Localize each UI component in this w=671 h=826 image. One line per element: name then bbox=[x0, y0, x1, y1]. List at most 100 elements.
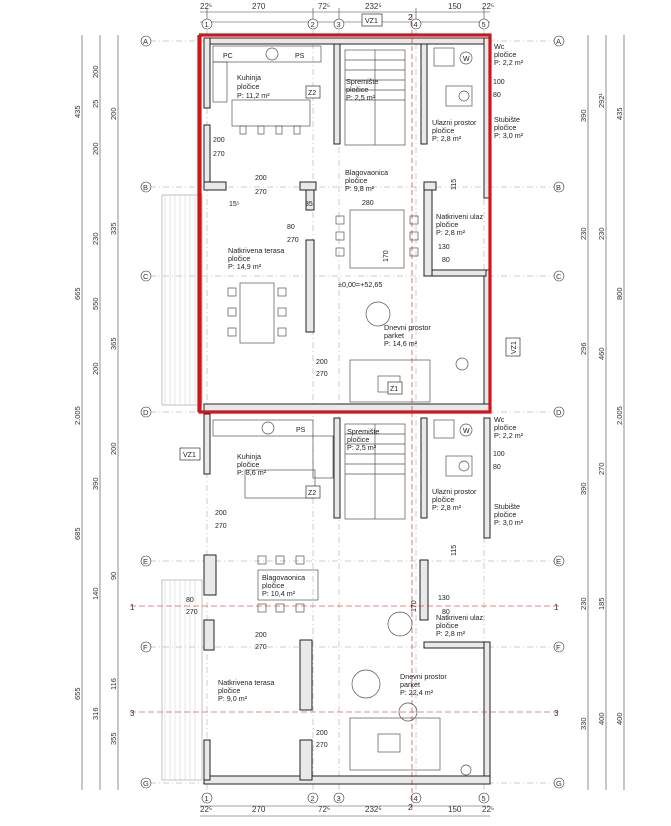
lower-small-labels: PS W 200 270 80 270 200 270 200 270 130 … bbox=[186, 427, 505, 749]
upper-stubiste-name: Stubište bbox=[494, 115, 520, 124]
svg-text:116: 116 bbox=[109, 678, 118, 690]
svg-text:230: 230 bbox=[91, 232, 100, 245]
lower-room-labels: Kuhinja pločice P: 8,6 m² Spremište ploč… bbox=[218, 415, 524, 703]
svg-text:Z1: Z1 bbox=[390, 386, 398, 393]
svg-text:PS: PS bbox=[296, 427, 306, 434]
lower-dnevni-area: P: 22,4 m² bbox=[400, 688, 434, 697]
upper-natkriveni-area: P: 2,8 m² bbox=[436, 228, 466, 237]
upper-small-labels: PC PS W 200 270 200 270 15⁵ 35 280 80 27… bbox=[213, 53, 505, 378]
grid-col-4-top bbox=[410, 18, 422, 30]
grid-col-5-bottom bbox=[478, 792, 490, 804]
svg-text:PC: PC bbox=[223, 53, 233, 60]
lower-ulazni-area: P: 2,8 m² bbox=[432, 503, 462, 512]
dim-top-4: 150 bbox=[448, 2, 462, 11]
svg-text:115: 115 bbox=[451, 545, 458, 556]
dim-bottom-0: 22⁵ bbox=[200, 805, 212, 814]
upper-wc-area: P: 2,2 m² bbox=[494, 58, 524, 67]
upper-kuhinja-area: P: 11,2 m² bbox=[237, 91, 270, 100]
cut-mark-2-bottom: 2 bbox=[408, 803, 413, 812]
svg-text:VZ1: VZ1 bbox=[511, 341, 518, 354]
svg-text:270: 270 bbox=[255, 644, 267, 651]
svg-text:200: 200 bbox=[316, 359, 328, 366]
dim-left-outer-4: 655 bbox=[73, 687, 82, 700]
svg-text:200: 200 bbox=[255, 632, 267, 639]
cut-mark-1-right: 1 bbox=[554, 603, 559, 612]
dim-right-10: 390 bbox=[579, 482, 588, 495]
svg-text:800: 800 bbox=[615, 287, 624, 300]
svg-text:200: 200 bbox=[316, 730, 328, 737]
grid-col-label-5b: 5 bbox=[482, 794, 486, 803]
upper-terasa-finish: pločice bbox=[228, 254, 250, 263]
lower-dnevni-finish: parket bbox=[400, 680, 420, 689]
lower-wc-area: P: 2,2 m² bbox=[494, 431, 524, 440]
svg-text:390: 390 bbox=[91, 477, 100, 490]
dim-bottom-2: 72⁵ bbox=[318, 805, 330, 814]
cut-mark-1-left: 1 bbox=[130, 603, 135, 612]
lower-kuhinja-name: Kuhinja bbox=[237, 452, 261, 461]
section-mark-vz1-right bbox=[505, 337, 521, 357]
section-mark-z2-lower bbox=[305, 485, 321, 499]
lower-terasa-area: P: 9,0 m² bbox=[218, 694, 248, 703]
grid-col-5-top bbox=[478, 18, 490, 30]
svg-text:270: 270 bbox=[255, 189, 267, 196]
svg-text:140: 140 bbox=[91, 587, 100, 600]
section-mark-vz1-left bbox=[179, 447, 201, 461]
svg-text:35: 35 bbox=[305, 201, 313, 208]
svg-text:200: 200 bbox=[215, 510, 227, 517]
lower-dnevni-name: Dnevni prostor bbox=[400, 672, 447, 681]
grid-col-label-2b: 2 bbox=[311, 794, 315, 803]
terrace-hatching bbox=[161, 194, 203, 781]
top-dimension-chain: 22⁵ 270 72⁵ 232⁵ 150 22⁵ bbox=[200, 2, 494, 26]
dim-right-11: 230 bbox=[579, 597, 588, 610]
section-markers: VZ1 Z2 Z1 VZ1 VZ1 Z2 bbox=[179, 13, 521, 499]
upper-wc-name: Wc bbox=[494, 42, 505, 51]
svg-text:115: 115 bbox=[451, 179, 458, 190]
right-dimension-chains: 390 230 296 390 230 330 292¹ 230 460 270… bbox=[579, 35, 625, 790]
dim-right-4: 230 bbox=[579, 227, 588, 240]
dim-bottom-5: 22⁵ bbox=[482, 805, 494, 814]
svg-text:185: 185 bbox=[597, 597, 606, 610]
section-mark-vz1-top bbox=[361, 13, 383, 27]
svg-text:D: D bbox=[556, 408, 562, 417]
cut-mark-3-right: 3 bbox=[554, 709, 559, 718]
svg-text:Z2: Z2 bbox=[308, 490, 316, 497]
grid-col-label-2: 2 bbox=[311, 20, 315, 29]
lower-kuhinja-finish: pločice bbox=[237, 460, 259, 469]
svg-text:E: E bbox=[556, 557, 561, 566]
upper-spremiste-name: Spremište bbox=[346, 77, 378, 86]
dim-top-3: 232⁵ bbox=[365, 2, 382, 11]
grid-col-label-4: 4 bbox=[414, 20, 418, 29]
lower-spremiste-name: Spremište bbox=[347, 427, 379, 436]
svg-text:200: 200 bbox=[91, 142, 100, 155]
lower-ulazni-finish: pločice bbox=[432, 495, 454, 504]
grid-row-F: F bbox=[143, 643, 148, 652]
svg-text:230: 230 bbox=[597, 227, 606, 240]
grid-col-2-top bbox=[307, 18, 319, 30]
svg-text:200: 200 bbox=[91, 362, 100, 375]
grid-col-4-bottom bbox=[410, 792, 422, 804]
lower-terasa-finish: pločice bbox=[218, 686, 240, 695]
grid-row-E: E bbox=[143, 557, 148, 566]
upper-kuhinja-finish: pločice bbox=[237, 82, 259, 91]
svg-text:270: 270 bbox=[316, 371, 328, 378]
upper-natkriveni-name: Natkriveni ulaz bbox=[436, 212, 484, 221]
section-mark-z1 bbox=[387, 381, 403, 395]
svg-text:100: 100 bbox=[493, 79, 505, 86]
svg-text:270: 270 bbox=[186, 609, 198, 616]
lower-stubiste-area: P: 3,0 m² bbox=[494, 518, 524, 527]
svg-text:Z2: Z2 bbox=[308, 90, 316, 97]
svg-text:F: F bbox=[556, 643, 561, 652]
svg-text:550: 550 bbox=[91, 297, 100, 310]
upper-terasa-area: P: 14,9 m² bbox=[228, 262, 262, 271]
upper-terasa-name: Natkrivena terasa bbox=[228, 246, 284, 255]
lower-blagovaonica-area: P: 10,4 m² bbox=[262, 589, 296, 598]
dim-top-2: 72⁵ bbox=[318, 2, 330, 11]
upper-blagovaonica-area: P: 9,8 m² bbox=[345, 184, 375, 193]
lower-wc-name: Wc bbox=[494, 415, 505, 424]
lower-unit-walls bbox=[203, 413, 491, 785]
dim-top-0: 22⁵ bbox=[200, 2, 212, 11]
svg-text:130: 130 bbox=[438, 244, 450, 251]
svg-text:VZ1: VZ1 bbox=[183, 452, 196, 459]
upper-stubiste-area: P: 3,0 m² bbox=[494, 131, 524, 140]
